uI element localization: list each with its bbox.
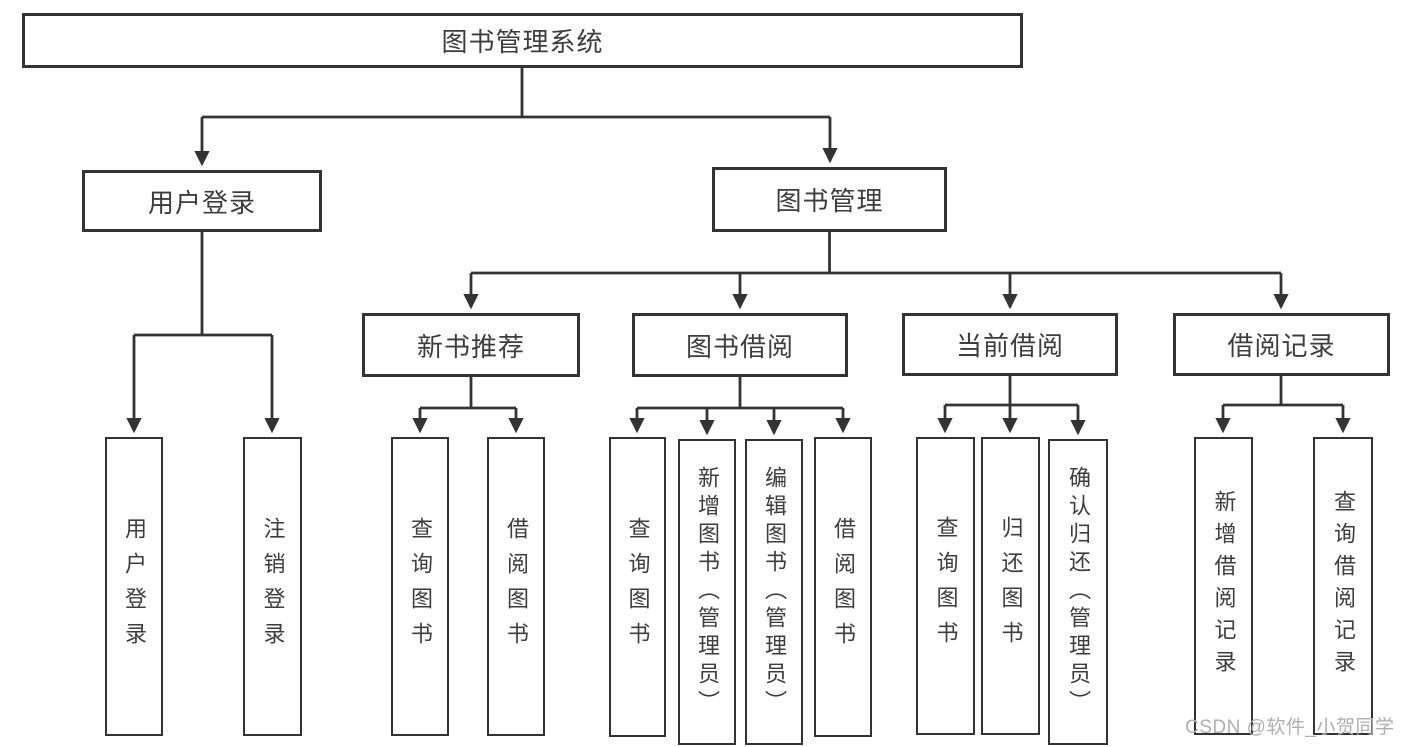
node-leaf-query-borrow-record: 查询借阅记录 — [1313, 437, 1373, 735]
node-leaf-logout: 注销登录 — [243, 437, 302, 736]
connector-arrows — [126, 117, 1351, 436]
node-leaf-query-books-borrowing: 查询图书 — [609, 437, 666, 737]
node-new-book-recommend: 新书推荐 — [362, 313, 580, 377]
node-current-borrowing: 当前借阅 — [902, 313, 1118, 376]
node-leaf-query-books-current: 查询图书 — [916, 437, 975, 735]
node-leaf-edit-books-admin: 编辑图书（管理员） — [745, 439, 803, 745]
node-leaf-add-borrow-record: 新增借阅记录 — [1194, 437, 1253, 735]
node-leaf-confirm-return-admin: 确认归还（管理员） — [1048, 439, 1108, 745]
node-leaf-borrow-books-borrowing: 借阅图书 — [814, 437, 872, 737]
watermark: CSDN @软件_小贺同学 — [1185, 717, 1395, 738]
node-book-borrowing: 图书借阅 — [632, 313, 848, 377]
node-book-management: 图书管理 — [712, 167, 947, 232]
node-leaf-query-books-recommend: 查询图书 — [391, 437, 449, 736]
node-leaf-borrow-books-recommend: 借阅图书 — [487, 437, 545, 736]
node-borrowing-records: 借阅记录 — [1173, 313, 1390, 376]
node-leaf-add-books-admin: 新增图书（管理员） — [678, 439, 736, 745]
node-user-login: 用户登录 — [82, 170, 322, 232]
node-leaf-user-login: 用户登录 — [105, 437, 163, 736]
connector-trunks — [134, 68, 1343, 410]
node-root: 图书管理系统 — [22, 13, 1023, 68]
node-leaf-return-books: 归还图书 — [981, 437, 1040, 735]
